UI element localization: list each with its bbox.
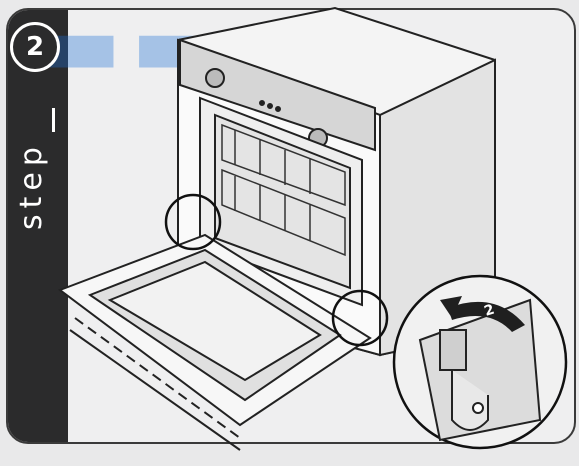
step-underline	[52, 108, 55, 132]
rotate-arrow-icon: 2	[440, 296, 525, 332]
step-number-badge: 2	[10, 22, 60, 72]
hinge-highlight-circles	[164, 193, 389, 347]
step-label: step	[14, 141, 49, 230]
step-side-strip	[8, 10, 68, 442]
oven-racks	[221, 123, 346, 257]
step-number: 2	[25, 32, 45, 62]
oven-door	[57, 233, 372, 451]
hinge-zoom-detail	[392, 274, 568, 450]
rotate-arrow-label: 2	[482, 302, 496, 320]
